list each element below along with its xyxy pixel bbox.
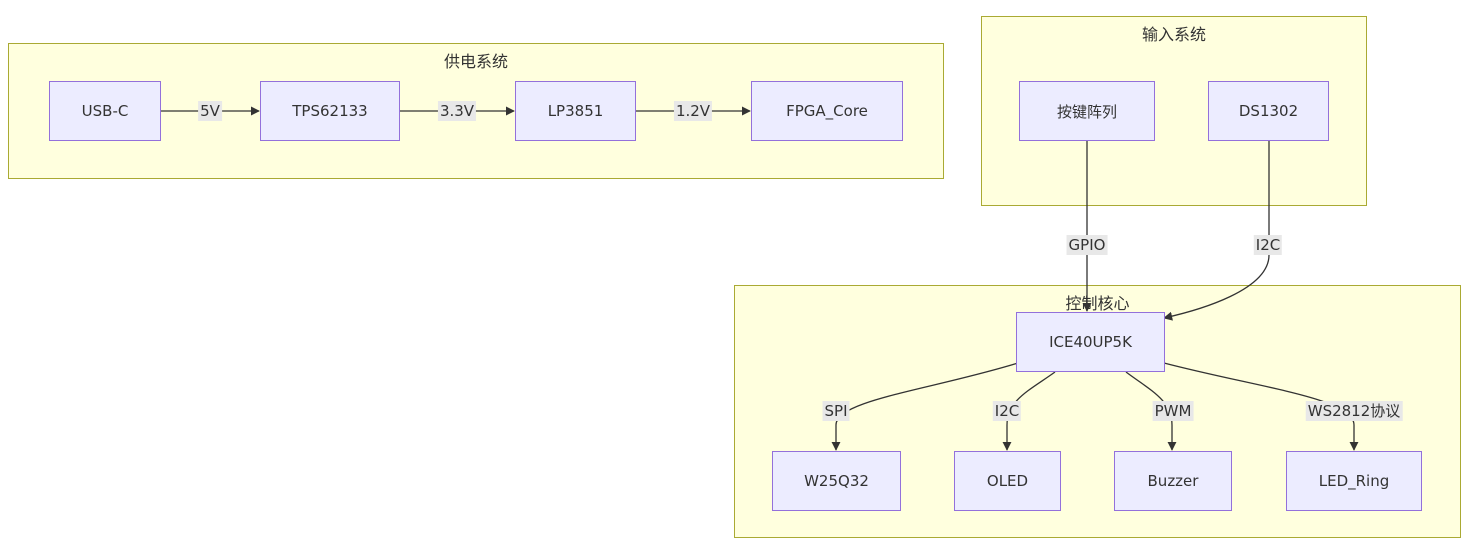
edge-ds-ice bbox=[1163, 141, 1270, 321]
node-oled: OLED bbox=[954, 451, 1061, 511]
edge-label-gpio: GPIO bbox=[1066, 235, 1108, 255]
group-input-title: 输入系统 bbox=[1141, 25, 1206, 44]
edge-ice-buzzer bbox=[1125, 371, 1177, 451]
edge-label-i2c-ds: I2C bbox=[1253, 235, 1283, 255]
node-buzzer: Buzzer bbox=[1114, 451, 1232, 511]
node-led-ring: LED_Ring bbox=[1286, 451, 1422, 511]
edge-label-5v: 5V bbox=[198, 101, 222, 121]
edge-label-pwm: PWM bbox=[1152, 401, 1194, 421]
edge-label-1v2: 1.2V bbox=[673, 101, 713, 121]
node-ds1302: DS1302 bbox=[1208, 81, 1329, 141]
group-control-title: 控制核心 bbox=[1065, 294, 1130, 313]
edge-label-spi: SPI bbox=[822, 401, 850, 421]
group-power-title: 供电系统 bbox=[443, 52, 508, 71]
node-tps62133: TPS62133 bbox=[260, 81, 400, 141]
edge-ice-oled bbox=[1002, 371, 1056, 451]
edge-ice-w25 bbox=[831, 362, 1019, 451]
node-fpga-core: FPGA_Core bbox=[751, 81, 903, 141]
edge-label-i2c-oled: I2C bbox=[992, 401, 1022, 421]
edge-label-ws2812: WS2812协议 bbox=[1305, 401, 1403, 421]
node-usb-c: USB-C bbox=[49, 81, 161, 141]
node-w25q32: W25Q32 bbox=[772, 451, 901, 511]
edge-label-3v3: 3.3V bbox=[437, 101, 477, 121]
node-lp3851: LP3851 bbox=[515, 81, 636, 141]
node-ice40up5k: ICE40UP5K bbox=[1016, 312, 1165, 372]
node-key-matrix: 按键阵列 bbox=[1019, 81, 1155, 141]
